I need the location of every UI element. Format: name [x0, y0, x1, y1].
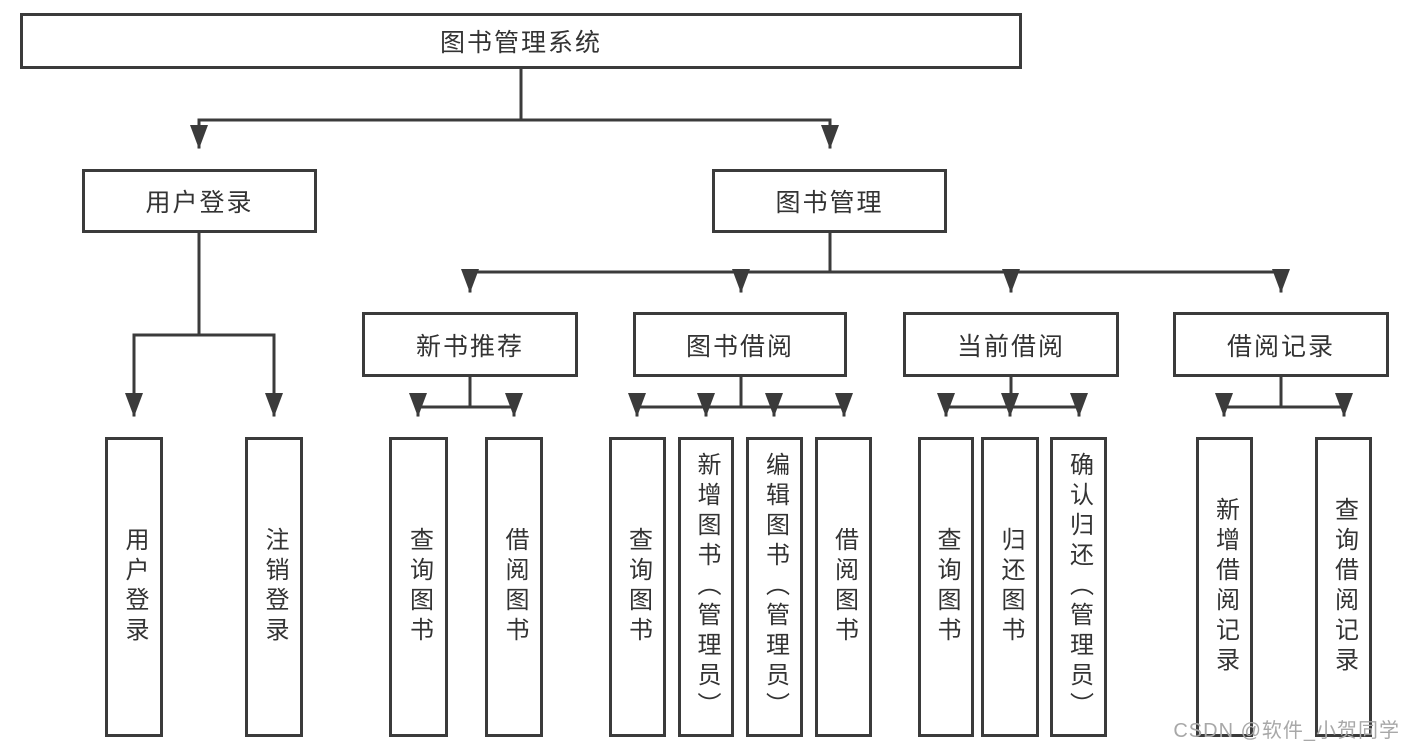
leaf-current-return-books-label: 归还图书 [997, 527, 1024, 647]
leaf-recommend-borrow-books-label: 借阅图书 [501, 527, 528, 647]
leaf-user-login-label: 用户登录 [121, 527, 148, 647]
node-user-login: 用户登录 [82, 169, 317, 233]
leaf-recommend-query-books: 查询图书 [389, 437, 448, 737]
node-book-management-label: 图书管理 [775, 189, 884, 217]
leaf-recommend-query-books-label: 查询图书 [405, 527, 433, 647]
leaf-logout-login: 注销登录 [245, 437, 303, 737]
node-book-borrowing: 图书借阅 [633, 312, 847, 377]
leaf-current-query-books-label: 查询图书 [933, 527, 960, 647]
node-new-book-recommend-label: 新书推荐 [415, 332, 524, 361]
node-current-borrowing: 当前借阅 [903, 312, 1119, 377]
node-borrowing-records-label: 借阅记录 [1226, 332, 1335, 361]
leaf-records-query-record: 查询借阅记录 [1315, 437, 1372, 737]
leaf-borrowing-edit-books-admin: 编辑图书（管理员） [746, 437, 803, 737]
leaf-borrowing-query-books-label: 查询图书 [624, 527, 652, 647]
leaf-logout-login-label: 注销登录 [261, 527, 288, 647]
watermark: CSDN @软件_小贺同学 [1173, 720, 1400, 742]
connector-user-login-trunk [132, 231, 276, 337]
leaf-current-confirm-return-admin: 确认归还（管理员） [1050, 437, 1107, 737]
leaf-user-login: 用户登录 [105, 437, 163, 737]
node-book-management: 图书管理 [712, 169, 947, 233]
leaf-borrowing-add-books-admin-label: 新增图书（管理员） [693, 452, 720, 722]
node-user-login-label: 用户登录 [145, 189, 254, 217]
leaf-borrowing-add-books-admin: 新增图书（管理员） [678, 437, 734, 737]
connector-book-management-trunk [468, 231, 1283, 274]
leaf-recommend-borrow-books: 借阅图书 [485, 437, 543, 737]
leaf-records-query-record-label: 查询借阅记录 [1330, 497, 1358, 677]
connector-borrowing-records-trunk [1222, 375, 1346, 409]
connector-root-trunk [197, 67, 832, 122]
node-current-borrowing-label: 当前借阅 [956, 332, 1065, 361]
node-borrowing-records: 借阅记录 [1173, 312, 1389, 377]
leaf-borrowing-borrow-books-label: 借阅图书 [830, 527, 858, 647]
leaf-borrowing-edit-books-admin-label: 编辑图书（管理员） [761, 452, 789, 722]
leaf-current-query-books: 查询图书 [918, 437, 974, 737]
leaf-borrowing-borrow-books: 借阅图书 [815, 437, 872, 737]
leaf-current-confirm-return-admin-label: 确认归还（管理员） [1065, 452, 1093, 722]
node-book-borrowing-label: 图书借阅 [685, 332, 794, 361]
node-root-label: 图书管理系统 [439, 29, 602, 57]
connector-book-borrowing-trunk [635, 375, 846, 409]
leaf-records-add-record-label: 新增借阅记录 [1211, 497, 1239, 677]
node-new-book-recommend: 新书推荐 [362, 312, 578, 377]
leaf-borrowing-query-books: 查询图书 [609, 437, 666, 737]
node-root: 图书管理系统 [20, 13, 1022, 69]
connector-current-borrowing-trunk [944, 375, 1081, 409]
leaf-records-add-record: 新增借阅记录 [1196, 437, 1253, 737]
leaf-current-return-books: 归还图书 [981, 437, 1039, 737]
connector-new-book-trunk [416, 375, 516, 409]
